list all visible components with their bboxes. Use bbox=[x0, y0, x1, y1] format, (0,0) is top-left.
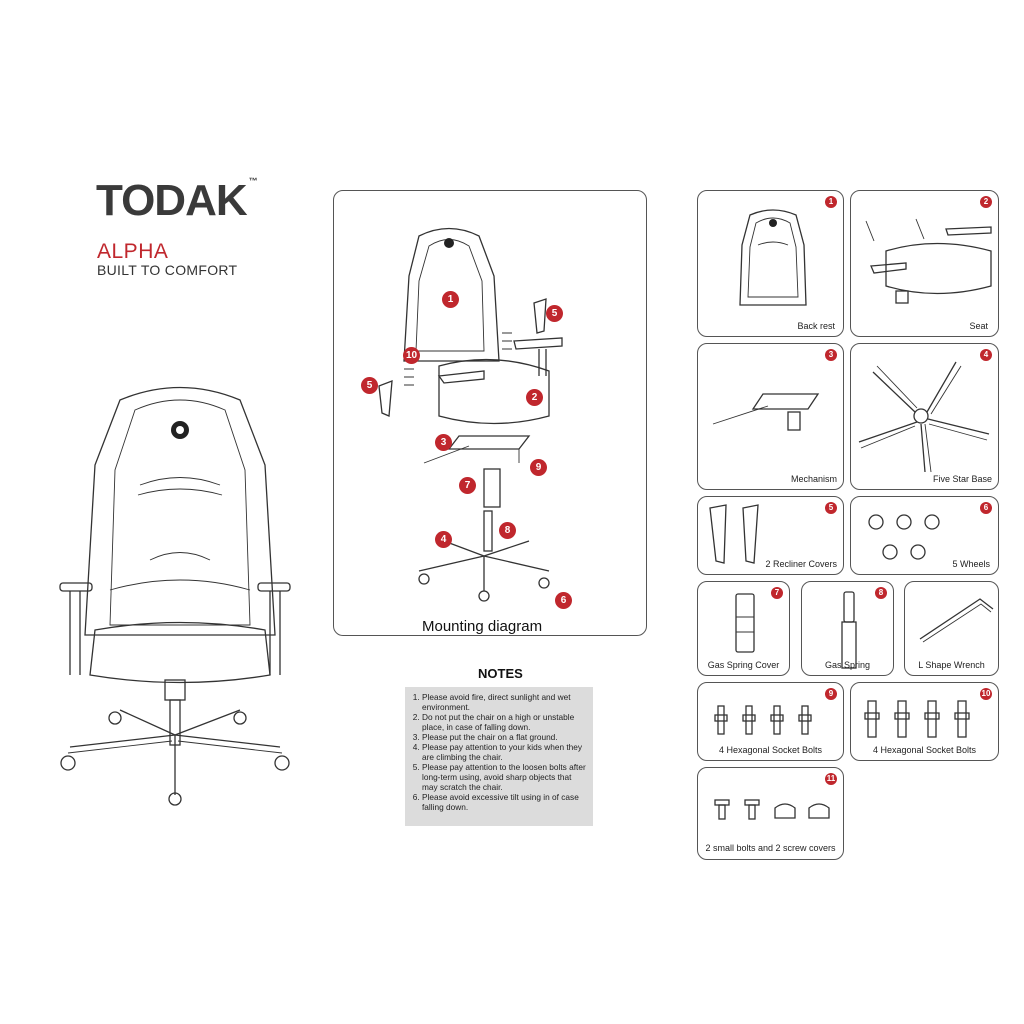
callout-10: 10 bbox=[403, 347, 420, 364]
tagline: BUILT TO COMFORT bbox=[97, 262, 238, 278]
part-card-seat: 2 Seat bbox=[850, 190, 999, 337]
note-item: Please pay attention to your kids when t… bbox=[422, 742, 589, 762]
callout-1: 1 bbox=[442, 291, 459, 308]
part-card-hex-bolts-10: 10 4 Hexagonal Socket Bolts bbox=[850, 682, 999, 761]
callout-6: 6 bbox=[555, 592, 572, 609]
part-label: Seat bbox=[969, 321, 988, 331]
callout-8: 8 bbox=[499, 522, 516, 539]
part-number-badge: 4 bbox=[980, 349, 992, 361]
wrench-icon bbox=[919, 598, 994, 643]
part-number-badge: 3 bbox=[825, 349, 837, 361]
note-item: Please pay attention to the loosen bolts… bbox=[422, 762, 589, 792]
part-label: 5 Wheels bbox=[952, 559, 990, 569]
bolts-icon bbox=[714, 705, 812, 735]
note-item: Do not put the chair on a high or unstab… bbox=[422, 712, 589, 732]
part-number-badge: 11 bbox=[825, 773, 837, 785]
seat-icon bbox=[865, 218, 992, 304]
exploded-view bbox=[378, 227, 563, 602]
bolts-icon bbox=[864, 700, 970, 738]
part-label: 4 Hexagonal Socket Bolts bbox=[718, 745, 823, 755]
notes-box: Please avoid fire, direct sunlight and w… bbox=[405, 687, 593, 826]
part-number-badge: 9 bbox=[825, 688, 837, 700]
part-card-hex-bolts-9: 9 4 Hexagonal Socket Bolts bbox=[697, 682, 844, 761]
small-bolts-icon bbox=[714, 799, 830, 820]
part-number-badge: 2 bbox=[980, 196, 992, 208]
part-number-badge: 6 bbox=[980, 502, 992, 514]
part-label: 2 small bolts and 2 screw covers bbox=[705, 843, 836, 853]
part-label: L Shape Wrench bbox=[918, 660, 985, 670]
part-label: Back rest bbox=[797, 321, 835, 331]
mechanism-icon bbox=[712, 393, 820, 431]
gas-spring-cover-icon bbox=[735, 593, 755, 653]
part-card-five-star-base: 4 Five Star Base bbox=[850, 343, 999, 490]
note-item: Please avoid excessive tilt using in of … bbox=[422, 792, 589, 812]
part-card-gas-spring-cover: 7 Gas Spring Cover bbox=[697, 581, 790, 676]
part-card-back-rest: 1 Back rest bbox=[697, 190, 844, 337]
part-card-mechanism: 3 Mechanism bbox=[697, 343, 844, 490]
note-item: Please put the chair on a flat ground. bbox=[422, 732, 589, 742]
mounting-diagram-label: Mounting diagram bbox=[422, 618, 543, 635]
part-label: 2 Recliner Covers bbox=[765, 559, 837, 569]
chair-illustration bbox=[59, 386, 291, 806]
wheels-icon bbox=[868, 514, 940, 560]
recliner-cover-icon bbox=[709, 504, 759, 564]
part-card-recliner-covers: 5 2 Recliner Covers bbox=[697, 496, 844, 575]
part-label: Mechanism bbox=[790, 474, 837, 484]
notes-list: Please avoid fire, direct sunlight and w… bbox=[409, 692, 589, 812]
part-card-l-shape-wrench: L Shape Wrench bbox=[904, 581, 999, 676]
part-card-wheels: 6 5 Wheels bbox=[850, 496, 999, 575]
part-number-badge: 10 bbox=[980, 688, 992, 700]
callout-9: 9 bbox=[530, 459, 547, 476]
gas-spring-icon bbox=[841, 591, 857, 669]
five-star-base-icon bbox=[858, 361, 990, 473]
callout-2: 2 bbox=[526, 389, 543, 406]
part-label: Gas Spring bbox=[824, 660, 871, 670]
part-number-badge: 7 bbox=[771, 587, 783, 599]
callout-7: 7 bbox=[459, 477, 476, 494]
callout-5-right: 5 bbox=[546, 305, 563, 322]
callout-4: 4 bbox=[435, 531, 452, 548]
part-label: Gas Spring Cover bbox=[707, 660, 780, 670]
part-label: 4 Hexagonal Socket Bolts bbox=[872, 745, 977, 755]
notes-title: NOTES bbox=[478, 666, 523, 681]
part-number-badge: 1 bbox=[825, 196, 837, 208]
part-number-badge: 5 bbox=[825, 502, 837, 514]
part-number-badge: 8 bbox=[875, 587, 887, 599]
callout-3: 3 bbox=[435, 434, 452, 451]
model-name: ALPHA bbox=[97, 240, 169, 263]
trademark: ™ bbox=[248, 176, 258, 186]
callout-5-left: 5 bbox=[361, 377, 378, 394]
part-label: Five Star Base bbox=[932, 474, 992, 484]
note-item: Please avoid fire, direct sunlight and w… bbox=[422, 692, 589, 712]
part-card-small-bolts: 11 2 small bolts and 2 screw covers bbox=[697, 767, 844, 860]
mounting-diagram-panel: 1 2 3 4 5 5 6 7 8 9 10 Mounting diagram bbox=[333, 190, 647, 636]
part-card-gas-spring: 8 Gas Spring bbox=[801, 581, 894, 676]
back-rest-icon bbox=[739, 209, 807, 306]
